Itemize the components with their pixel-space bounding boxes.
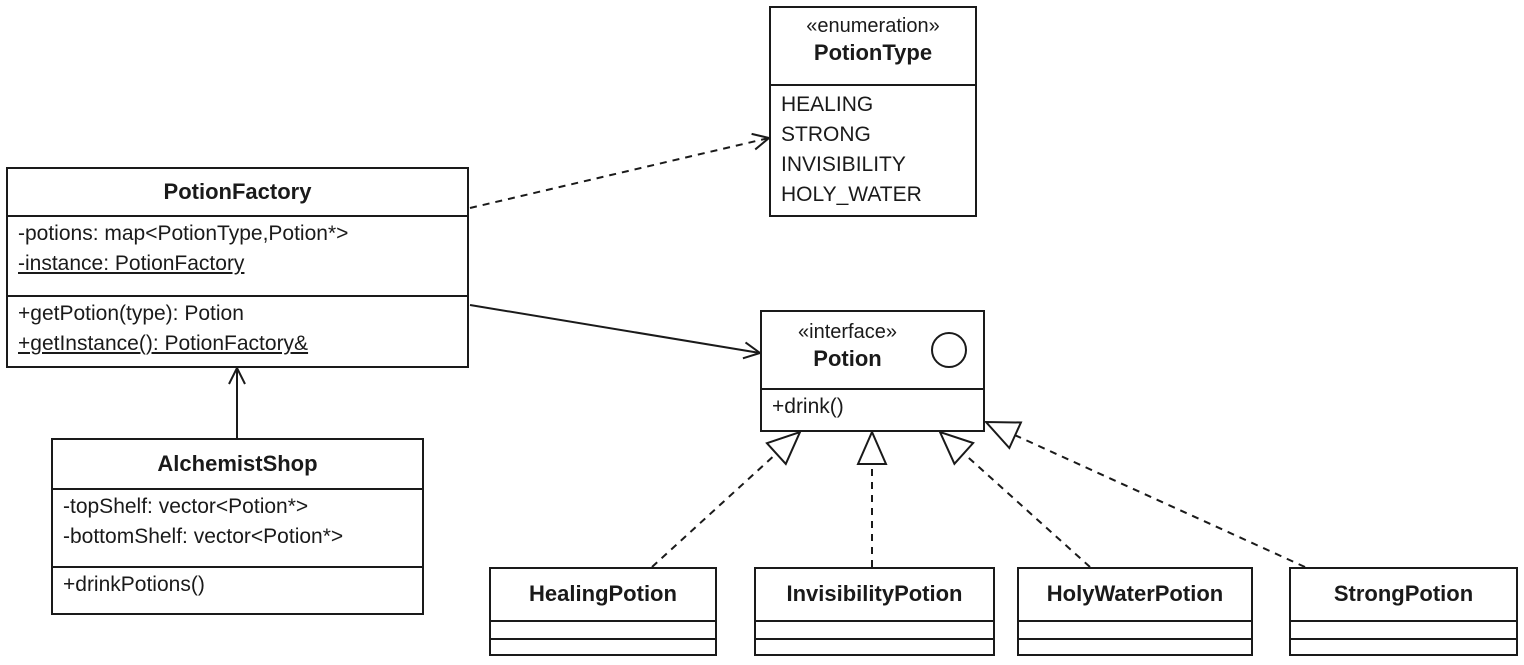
invisibilitypotion-class-box[interactable]: InvisibilityPotion [754, 567, 995, 656]
healingpotion-name: HealingPotion [529, 581, 677, 606]
holywaterpotion-header: HolyWaterPotion [1019, 569, 1251, 622]
healingpotion-operations-empty [491, 638, 715, 656]
potion-name: Potion [813, 346, 882, 371]
realization-strong-to-potion [983, 420, 1306, 568]
strongpotion-class-box[interactable]: StrongPotion [1289, 567, 1518, 656]
holywaterpotion-name: HolyWaterPotion [1046, 581, 1224, 606]
strongpotion-name: StrongPotion [1333, 581, 1474, 606]
potion-operations: +drink() [762, 390, 983, 424]
strongpotion-header: StrongPotion [1291, 569, 1516, 622]
potiontype-literals: HEALING STRONG INVISIBILITY HOLY_WATER [771, 86, 975, 212]
association-factory-to-potion [469, 304, 763, 360]
healingpotion-class-box[interactable]: HealingPotion [489, 567, 717, 656]
alchemistshop-operations: +drinkPotions() [53, 566, 422, 602]
enum-literal: STRONG [781, 123, 871, 146]
enum-literal: HOLY_WATER [781, 183, 922, 206]
holywaterpotion-class-box[interactable]: HolyWaterPotion [1017, 567, 1253, 656]
potiontype-header: «enumeration» PotionType [771, 8, 975, 86]
realization-holywater-to-potion [938, 430, 1091, 568]
potionfactory-header: PotionFactory [8, 169, 467, 217]
potionfactory-class-box[interactable]: PotionFactory -potions: map<PotionType,P… [6, 167, 469, 368]
potiontype-enum-box[interactable]: «enumeration» PotionType HEALING STRONG … [769, 6, 977, 217]
potionfactory-operations: +getPotion(type): Potion +getInstance():… [8, 295, 467, 361]
healingpotion-header: HealingPotion [491, 569, 715, 622]
holywaterpotion-operations-empty [1019, 638, 1251, 656]
attribute: -potions: map<PotionType,Potion*> [18, 222, 349, 245]
healingpotion-attributes-empty [491, 622, 715, 638]
potiontype-name: PotionType [813, 40, 933, 65]
alchemistshop-attributes: -topShelf: vector<Potion*> -bottomShelf:… [53, 490, 422, 566]
enum-literal: INVISIBILITY [781, 153, 906, 176]
attribute: -bottomShelf: vector<Potion*> [63, 525, 344, 548]
invisibilitypotion-header: InvisibilityPotion [756, 569, 993, 622]
alchemistshop-name: AlchemistShop [157, 451, 318, 476]
enumeration-stereotype: «enumeration» [806, 15, 940, 37]
strongpotion-attributes-empty [1291, 622, 1516, 638]
operation: +getPotion(type): Potion [18, 302, 244, 325]
static-attribute: -instance: PotionFactory [18, 252, 245, 275]
potion-interface-box[interactable]: «interface» Potion +drink() [760, 310, 985, 432]
invisibilitypotion-attributes-empty [756, 622, 993, 638]
alchemistshop-header: AlchemistShop [53, 440, 422, 490]
potionfactory-attributes: -potions: map<PotionType,Potion*> -insta… [8, 217, 467, 295]
strongpotion-operations-empty [1291, 638, 1516, 656]
interface-stereotype: «interface» [798, 321, 897, 343]
static-operation: +getInstance(): PotionFactory& [18, 332, 309, 355]
invisibilitypotion-operations-empty [756, 638, 993, 656]
invisibilitypotion-name: InvisibilityPotion [786, 581, 963, 606]
alchemistshop-class-box[interactable]: AlchemistShop -topShelf: vector<Potion*>… [51, 438, 424, 615]
attribute: -topShelf: vector<Potion*> [63, 495, 309, 518]
potion-header: «interface» Potion [762, 312, 983, 390]
potionfactory-name: PotionFactory [163, 179, 312, 204]
dependency-factory-to-potiontype [469, 132, 772, 209]
operation: +drink() [772, 395, 844, 418]
realization-healing-to-potion [651, 430, 802, 568]
enum-literal: HEALING [781, 93, 874, 116]
interface-circle-icon [931, 332, 967, 368]
operation: +drinkPotions() [63, 573, 205, 596]
holywaterpotion-attributes-empty [1019, 622, 1251, 638]
